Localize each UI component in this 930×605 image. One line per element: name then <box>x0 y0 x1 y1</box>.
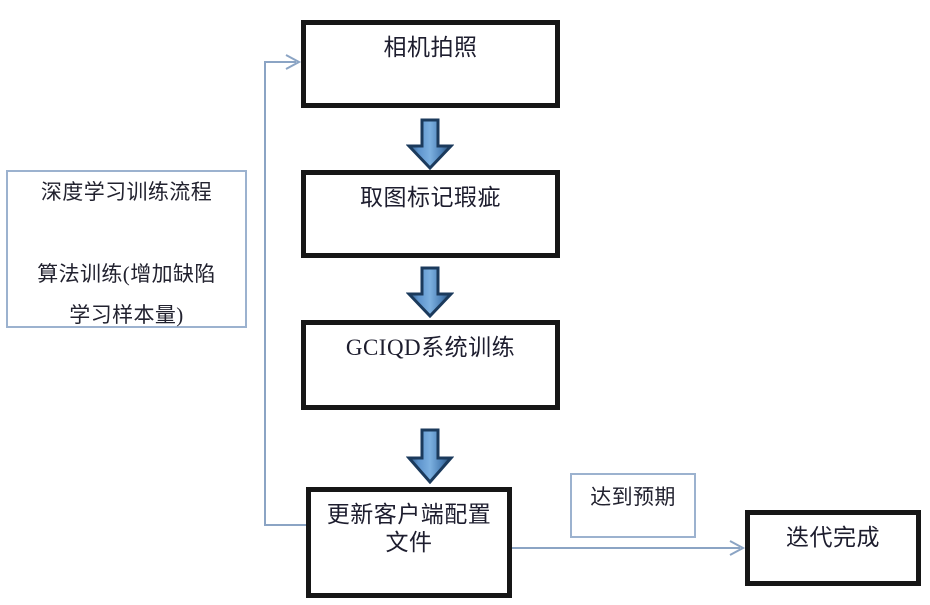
node-update-client-config-label: 更新客户端配置 文件 <box>326 502 492 556</box>
label-meets-expectation-text: 达到预期 <box>590 485 676 509</box>
node-mark-defects[interactable]: 取图标记瑕疵 <box>301 170 560 258</box>
down-arrow-3-icon <box>406 428 454 484</box>
node-iteration-done-label: 迭代完成 <box>786 525 880 550</box>
node-gciqd-training-label: GCIQD系统训练 <box>345 335 516 360</box>
node-iteration-done[interactable]: 迭代完成 <box>745 510 921 586</box>
node-update-client-config[interactable]: 更新客户端配置 文件 <box>306 487 512 598</box>
node-camera-capture[interactable]: 相机拍照 <box>301 20 560 108</box>
node-mark-defects-label: 取图标记瑕疵 <box>360 185 501 210</box>
down-arrow-1-icon <box>406 118 454 170</box>
down-arrow-2-icon <box>406 266 454 318</box>
node-gciqd-training[interactable]: GCIQD系统训练 <box>301 320 560 410</box>
node-camera-capture-label: 相机拍照 <box>383 35 478 60</box>
label-meets-expectation: 达到预期 <box>570 473 696 538</box>
note-box-training-process-text: 深度学习训练流程 算法训练(增加缺陷 学习样本量) <box>37 180 216 327</box>
note-box-training-process: 深度学习训练流程 算法训练(增加缺陷 学习样本量) <box>6 170 247 328</box>
